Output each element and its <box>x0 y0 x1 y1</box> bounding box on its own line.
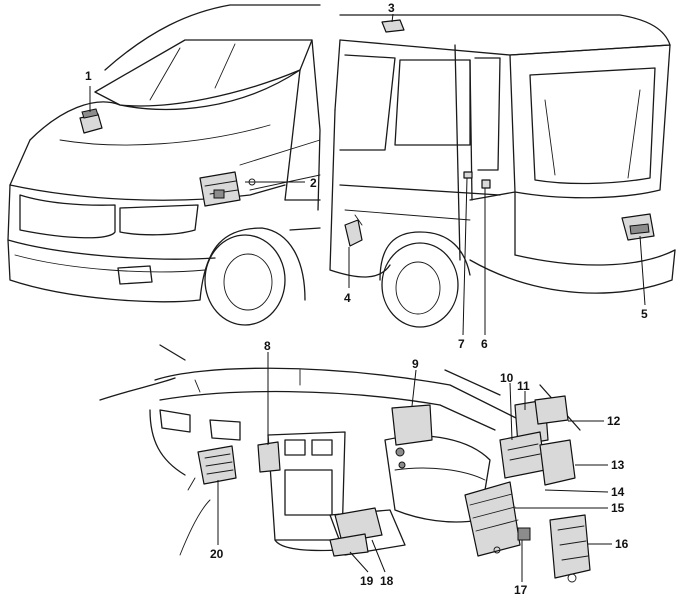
callout-4: 4 <box>344 291 351 305</box>
callout-2: 2 <box>310 176 317 190</box>
callout-12: 12 <box>607 414 621 428</box>
van-front-view <box>7 4 321 326</box>
callout-14: 14 <box>611 485 625 499</box>
callout-3: 3 <box>388 1 395 15</box>
callout-1: 1 <box>85 69 92 83</box>
callout-20: 20 <box>210 547 224 561</box>
callout-19: 19 <box>360 574 374 588</box>
callout-7: 7 <box>458 337 465 351</box>
callout-16: 16 <box>615 537 629 551</box>
callout-leaders <box>89 13 646 582</box>
callout-18: 18 <box>380 574 394 588</box>
callout-15: 15 <box>611 501 625 515</box>
callout-11: 11 <box>517 379 530 393</box>
callout-8: 8 <box>264 339 271 353</box>
callout-labels: 1 2 3 4 5 6 7 8 9 10 11 12 13 14 15 16 1… <box>85 1 648 595</box>
callout-10: 10 <box>500 371 514 385</box>
callout-5: 5 <box>641 307 648 321</box>
callout-13: 13 <box>611 458 625 472</box>
callout-6: 6 <box>481 337 488 351</box>
instrument-panel-view <box>99 344 591 583</box>
callout-9: 9 <box>412 357 419 371</box>
van-rear-view <box>329 14 676 328</box>
callout-17: 17 <box>514 583 528 595</box>
